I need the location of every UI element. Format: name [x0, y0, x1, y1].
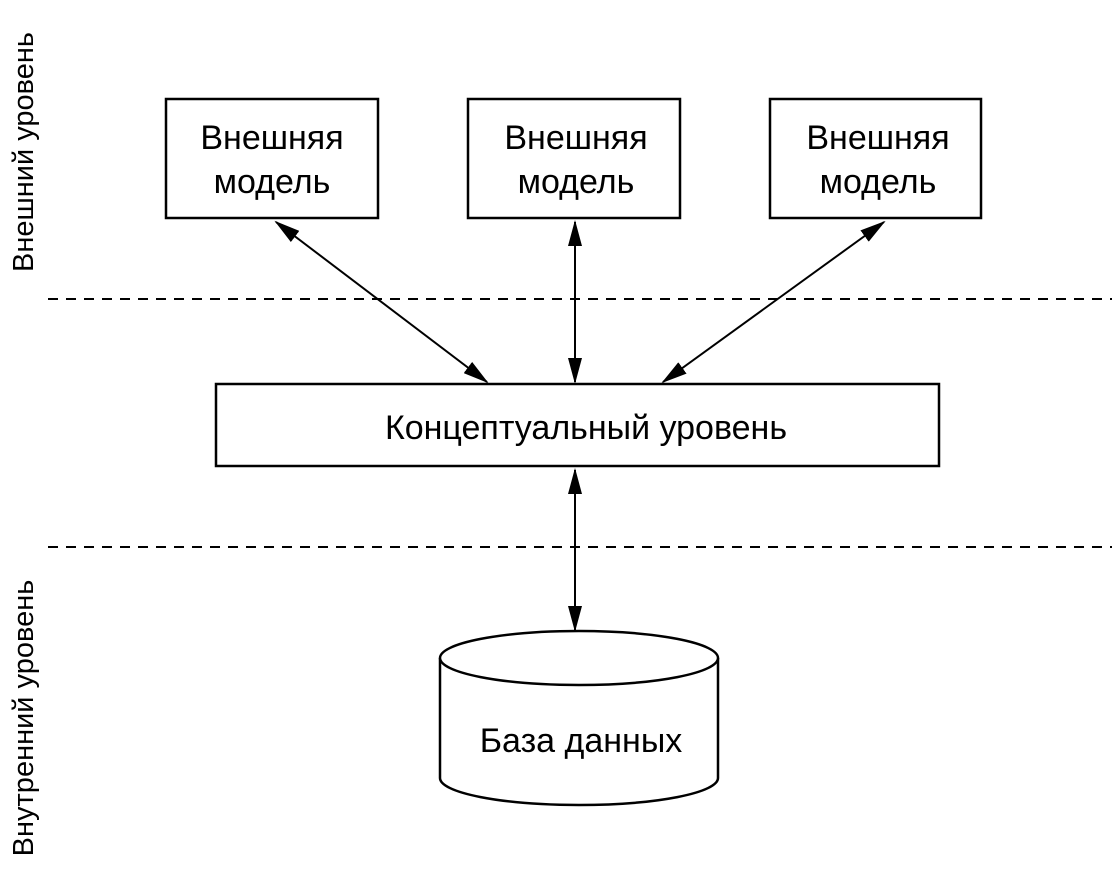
conceptual-level-box: Концептуальный уровень [214, 382, 941, 468]
external-model-box-3: Внешняя модель [768, 97, 983, 220]
external-model-3-line1: Внешняя [806, 119, 949, 157]
external-model-2-line2: модель [518, 163, 635, 201]
database-cylinder: База данных [438, 629, 720, 807]
arrow-model-3-conceptual [661, 220, 886, 384]
external-model-1-line2: модель [214, 163, 331, 201]
external-model-1-line1: Внешняя [200, 119, 343, 157]
external-model-box-2: Внешняя модель [466, 97, 682, 220]
internal-level-label: Внутренний уровень [8, 580, 40, 857]
external-model-box-1: Внешняя модель [164, 97, 380, 220]
arrow-model-1-conceptual [274, 220, 489, 384]
conceptual-level-label: Концептуальный уровень [385, 409, 787, 447]
external-model-2-line1: Внешняя [504, 119, 647, 157]
external-model-3-line2: модель [820, 163, 937, 201]
database-label: База данных [480, 722, 683, 760]
external-level-label: Внешний уровень [8, 32, 40, 272]
